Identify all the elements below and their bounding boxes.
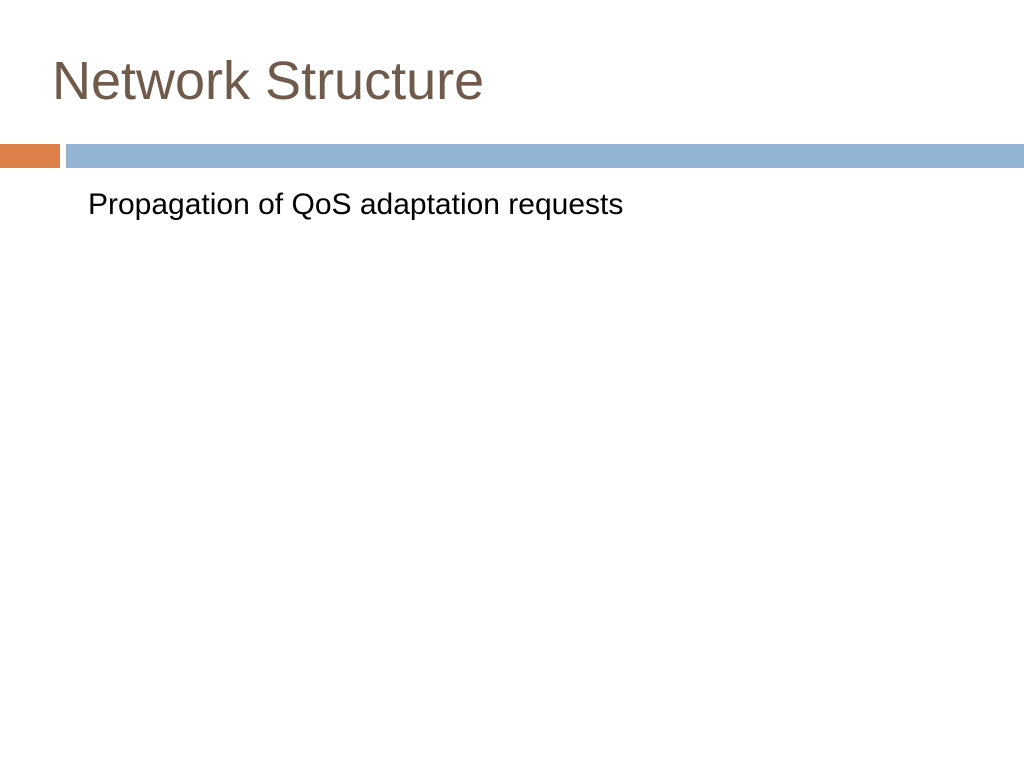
accent-bar-orange (0, 144, 60, 168)
bullet-text: Propagation of QoS adaptation requests (88, 188, 624, 221)
accent-bar-blue (66, 144, 1024, 168)
slide-title: Network Structure (52, 51, 485, 111)
